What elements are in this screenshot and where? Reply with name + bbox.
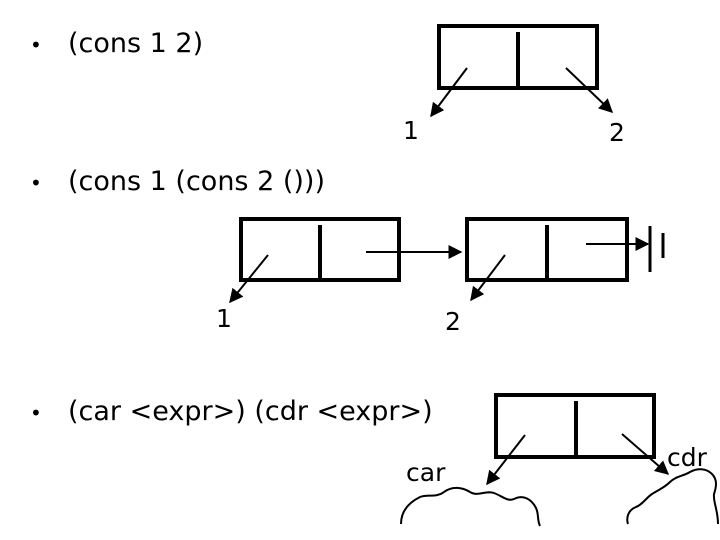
cdr-pointer-arrow bbox=[565, 67, 614, 113]
cdr-value-label: 2 bbox=[609, 118, 625, 147]
bullet-cons-1-2: • (cons 1 2) bbox=[30, 28, 203, 59]
first-cell-box bbox=[239, 217, 401, 282]
cell-box bbox=[494, 393, 656, 459]
cons-cell-car-cdr bbox=[400, 393, 719, 527]
bullet-text: (cons 1 2) bbox=[68, 28, 204, 59]
cell-box bbox=[437, 24, 599, 90]
bullet-car-cdr: • (car <expr>) (cdr <expr>) bbox=[30, 396, 433, 427]
car-pointer-arrow bbox=[430, 67, 468, 118]
car-value-label: 1 bbox=[403, 116, 419, 145]
car-label: car bbox=[406, 458, 446, 487]
second-cell-box bbox=[465, 217, 629, 282]
bullet-text: (cons 1 (cons 2 ())) bbox=[68, 166, 325, 197]
cons-list-1-2 bbox=[229, 217, 665, 304]
bullet-dot: • bbox=[30, 170, 42, 195]
second-car-value-label: 2 bbox=[445, 307, 461, 336]
first-car-arrow bbox=[229, 254, 269, 304]
bullet-cons-list: • (cons 1 (cons 2 ())) bbox=[30, 166, 325, 197]
bullet-dot: • bbox=[30, 32, 42, 57]
second-car-arrow bbox=[470, 254, 506, 302]
bullet-dot: • bbox=[30, 400, 42, 425]
cdr-label: cdr bbox=[667, 443, 707, 472]
cdr-pointer-arrow bbox=[621, 433, 670, 475]
car-pointer-arrow bbox=[486, 434, 526, 486]
bullet-text: (car <expr>) (cdr <expr>) bbox=[68, 396, 433, 427]
car-subtree-blob-outline bbox=[400, 486, 541, 527]
cons-cell-1-2 bbox=[430, 24, 614, 118]
first-car-value-label: 1 bbox=[216, 304, 232, 333]
cdr-subtree-blob-outline bbox=[626, 468, 719, 525]
